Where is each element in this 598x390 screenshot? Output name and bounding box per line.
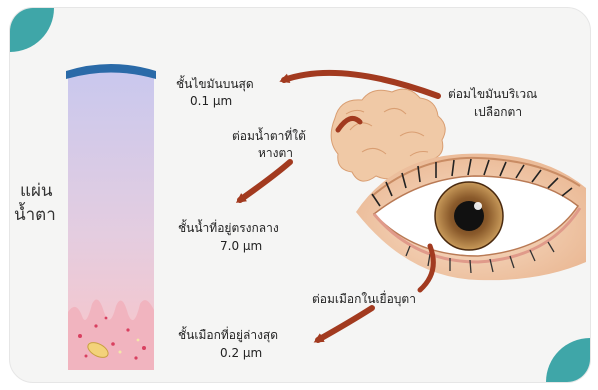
mucin-layer-thickness: 0.2 μm — [220, 345, 262, 362]
aqueous-layer-label: ชั้นน้ำที่อยู่ตรงกลาง — [178, 220, 279, 237]
lipid-layer-thickness: 0.1 μm — [190, 93, 232, 110]
eye-highlight — [474, 202, 482, 210]
arrow-to-lipid-layer — [284, 73, 438, 96]
aqueous-layer-thickness: 7.0 μm — [220, 238, 262, 255]
tear-film-column — [66, 64, 156, 370]
arrow-to-aqueous-layer — [240, 162, 290, 200]
lacrimal-gland-label-line2: หางตา — [258, 145, 293, 162]
side-label-line2: น้ำตา — [14, 204, 56, 226]
lacrimal-gland-label-line1: ต่อมน้ำตาที่ใต้ — [232, 128, 306, 145]
mucin-layer-label: ชั้นเมือกที่อยู่ล่างสุด — [178, 327, 278, 344]
meibomian-gland-label-line1: ต่อมไขมันบริเวณ — [448, 86, 537, 103]
side-label-line1: แผ่น — [20, 180, 53, 202]
meibomian-gland-label-line2: เปลือกตา — [474, 104, 522, 121]
conjunctival-gland-label: ต่อมเมือกในเยื่อบุตา — [312, 291, 416, 308]
arrow-to-mucin-layer — [318, 308, 372, 340]
lipid-layer-label: ชั้นไขมันบนสุด — [176, 76, 254, 93]
